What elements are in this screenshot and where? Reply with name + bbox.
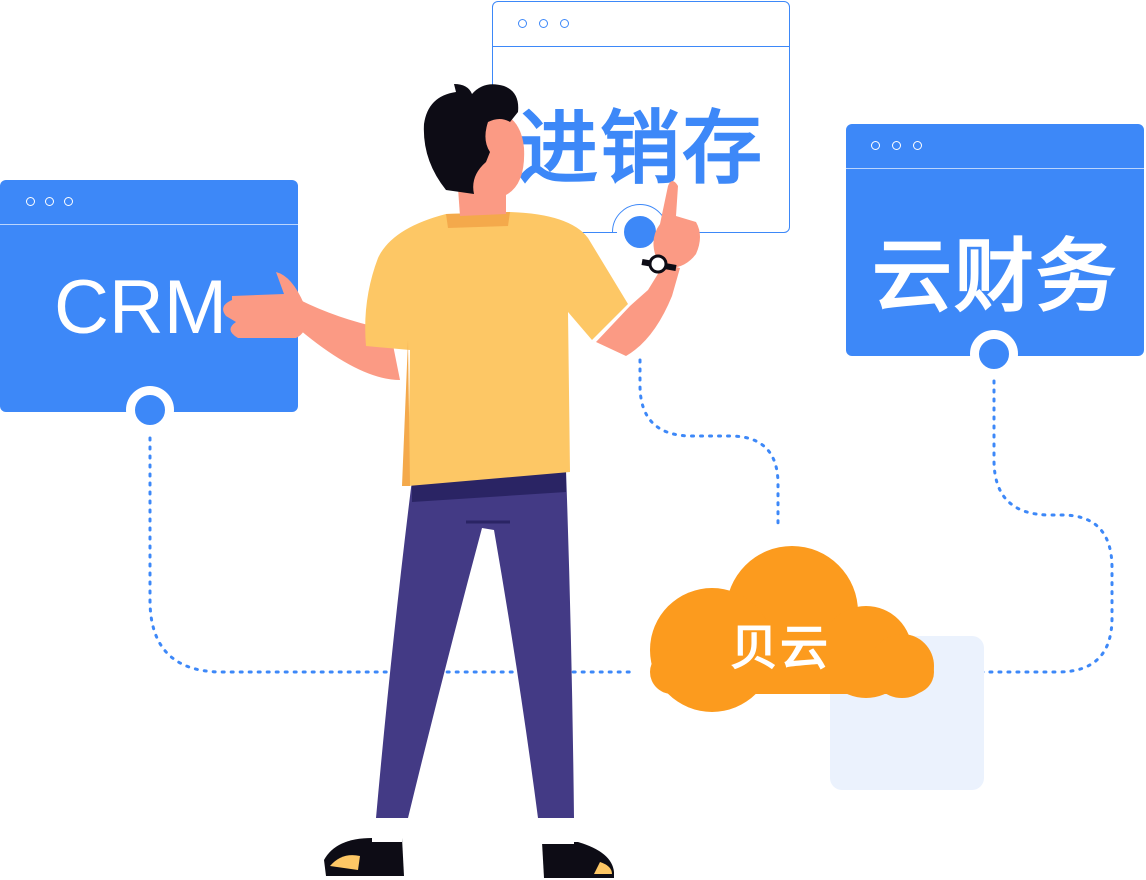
window-dot-icon [913, 141, 922, 150]
finance-window-titlebar [846, 124, 1144, 169]
right-arm-icon [596, 264, 680, 356]
finance-label: 云财务 [872, 232, 1118, 321]
jxc-window-titlebar [493, 2, 789, 47]
jxc-window[interactable]: 进销存 [492, 1, 790, 233]
window-dot-icon [560, 19, 569, 28]
finance-window[interactable]: 云财务 [846, 124, 1144, 356]
crm-label: CRM [54, 265, 228, 350]
shirt-icon [365, 212, 628, 486]
finance-node-icon [970, 330, 1018, 378]
left-hand-icon [223, 272, 307, 338]
watch-icon [648, 254, 668, 274]
crm-node-icon [126, 386, 174, 434]
right-hand-icon [653, 181, 700, 269]
left-shoe-icon [324, 838, 404, 876]
cloud-label: 贝云 [729, 622, 830, 675]
window-dot-icon [539, 19, 548, 28]
connector-crm [148, 418, 638, 674]
crm-window[interactable]: CRM [0, 180, 298, 412]
hair-icon [423, 84, 519, 194]
window-dot-icon [518, 19, 527, 28]
jxc-label: 进销存 [518, 104, 764, 193]
connector-jxc [638, 358, 780, 530]
connector-finance [950, 370, 1114, 674]
window-dot-icon [892, 141, 901, 150]
window-dot-icon [45, 197, 54, 206]
crm-window-titlebar [0, 180, 298, 225]
window-dot-icon [26, 197, 35, 206]
pants-icon [376, 470, 574, 818]
window-dot-icon [64, 197, 73, 206]
window-dot-icon [871, 141, 880, 150]
right-shoe-icon [542, 842, 614, 878]
